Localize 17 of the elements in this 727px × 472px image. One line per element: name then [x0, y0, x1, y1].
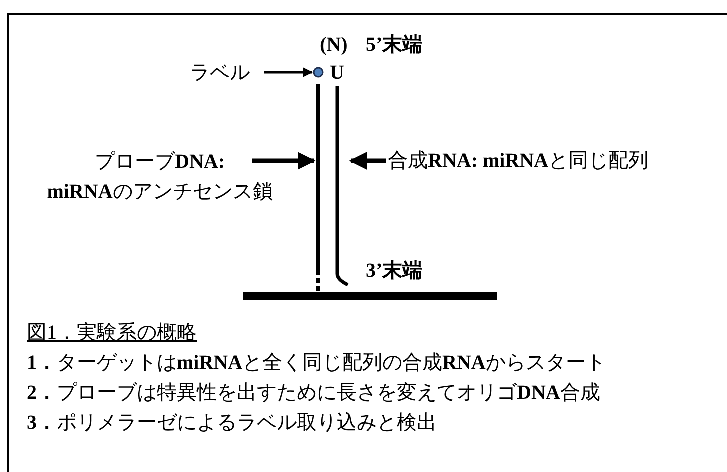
callout-text: ラベル [190, 60, 262, 86]
arrow [264, 68, 313, 78]
list-item: 1．ターゲットはmiRNAと全く同じ配列の合成RNAからスタート [27, 351, 606, 376]
arrow [349, 152, 386, 170]
strand-label: (N) [320, 33, 348, 58]
base-label: U [330, 61, 344, 86]
probe-strand [315, 84, 322, 292]
callout-text: プローブDNA: miRNAのアンチセンス鎖 [20, 147, 300, 207]
figure-caption: 図1．実験系の概略 [27, 321, 197, 346]
label-dot [313, 67, 324, 78]
callout-text: 合成RNA: miRNAと同じ配列 [388, 148, 718, 174]
end-label: 3’末端 [366, 259, 423, 284]
list-item: 2．プローブは特異性を出すために長さを変えてオリゴDNA合成 [27, 381, 600, 406]
rna-strand [334, 86, 350, 286]
arrow [252, 152, 316, 170]
list-item: 3．ポリメラーゼによるラベル取り込みと検出 [27, 411, 437, 436]
end-label: 5’末端 [366, 33, 423, 58]
